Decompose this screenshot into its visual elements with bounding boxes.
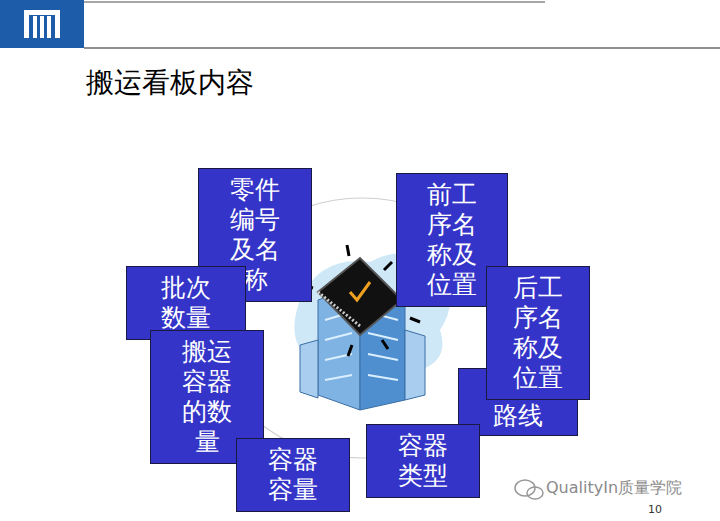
box-text: 容器类型 (398, 431, 448, 491)
logo-glyph (24, 10, 60, 38)
header-line (84, 47, 720, 48)
watermark: QualityIn质量学院 (546, 478, 682, 499)
box-text: 前工序名称及位置 (427, 180, 477, 300)
content-box: 容器容量 (236, 438, 350, 512)
box-text: 批次数量 (161, 273, 211, 333)
header-rule (84, 1, 545, 3)
logo-block (0, 0, 84, 48)
box-text: 容器容量 (268, 445, 318, 505)
box-text: 后工序名称及位置 (513, 273, 563, 393)
slide-title: 搬运看板内容 (86, 64, 254, 102)
content-box: 后工序名称及位置 (486, 266, 590, 400)
wechat-icon (515, 480, 543, 499)
content-box: 批次数量 (126, 266, 246, 340)
box-text: 搬运容器的数量 (182, 337, 232, 457)
page-number: 10 (648, 503, 662, 516)
content-box: 容器类型 (366, 424, 480, 498)
box-text: 路线 (493, 401, 543, 431)
book-icon (318, 258, 402, 335)
